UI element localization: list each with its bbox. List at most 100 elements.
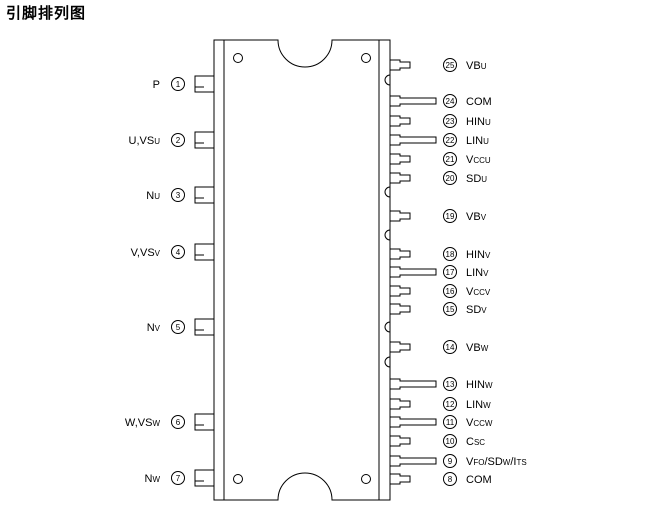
pin-number: 23 — [446, 117, 455, 126]
pin-label: SDU — [466, 173, 487, 185]
mounting-hole — [233, 53, 243, 63]
pin-lead — [390, 59, 411, 71]
pin-number: 15 — [446, 305, 455, 314]
pin-number: 20 — [446, 174, 455, 183]
pin-number-circle — [171, 245, 185, 259]
pin-lead — [390, 172, 411, 184]
pin-number-circle — [443, 265, 457, 279]
pin-label: W,VSW — [125, 417, 161, 429]
pin-label: CSC — [466, 436, 485, 448]
pin-number: 7 — [176, 474, 181, 483]
pin-label: VFO/SDW/ITS — [466, 456, 527, 468]
pin-number-circle — [171, 77, 185, 91]
pin-label: NV — [147, 322, 161, 334]
pin-label: V,VSV — [131, 247, 161, 259]
pin-number-circle — [171, 320, 185, 334]
pin-number: 14 — [446, 343, 455, 352]
pin-lead — [390, 285, 411, 297]
pin-number-circle — [443, 377, 457, 391]
pin-lead — [390, 303, 411, 315]
pin-label: SDV — [466, 304, 487, 316]
pin-number-circle — [443, 209, 457, 223]
pin-label: VCCW — [466, 417, 493, 429]
pin-number: 22 — [446, 136, 455, 145]
pin-label: LINV — [466, 267, 489, 279]
pin-label: COM — [466, 96, 492, 108]
pin-number: 17 — [446, 268, 455, 277]
pin-lead — [194, 75, 214, 93]
pin-lead — [390, 115, 411, 127]
pin-number-circle — [443, 284, 457, 298]
pin-number: 12 — [446, 400, 455, 409]
pin-number: 25 — [446, 61, 455, 70]
body-notch — [384, 356, 391, 368]
pin-label: NU — [146, 190, 160, 202]
pin-number: 9 — [448, 457, 453, 466]
pin-lead — [390, 210, 411, 222]
pin-number: 8 — [448, 475, 453, 484]
pin-label: HINW — [466, 379, 493, 391]
pin-number-circle — [443, 94, 457, 108]
pin-number: 24 — [446, 97, 455, 106]
pin-number-circle — [443, 114, 457, 128]
body-notch — [384, 321, 391, 333]
pin-lead — [194, 243, 214, 261]
pin-number-circle — [443, 397, 457, 411]
pin-label: VBU — [466, 60, 487, 72]
pin-number: 2 — [176, 136, 181, 145]
pin-label: U,VSU — [129, 135, 161, 147]
pin-lead — [194, 469, 214, 487]
pin-lead — [390, 95, 437, 107]
pin-lead — [390, 416, 437, 428]
pin-number: 11 — [446, 418, 455, 427]
pin-label: LINW — [466, 399, 491, 411]
pin-number-circle — [443, 302, 457, 316]
pin-lead — [390, 266, 437, 278]
pin-number-circle — [443, 133, 457, 147]
pin-number: 6 — [176, 418, 181, 427]
body-notch — [384, 74, 391, 86]
pin-label: NW — [144, 473, 160, 485]
pin-number-circle — [443, 152, 457, 166]
pin-lead — [390, 248, 411, 260]
pin-label: VBW — [466, 342, 489, 354]
pin-number: 5 — [176, 323, 181, 332]
pin-label: LINU — [466, 135, 489, 147]
pin-lead — [194, 413, 214, 431]
pin-number: 18 — [446, 250, 455, 259]
package-body — [213, 39, 391, 501]
pin-lead — [390, 473, 411, 485]
body-notch — [384, 229, 391, 241]
pin-lead — [390, 455, 437, 467]
pin-label: VCCV — [466, 286, 491, 298]
pin-label: P — [153, 79, 160, 91]
pin-number: 10 — [446, 437, 455, 446]
pin-number: 4 — [176, 248, 181, 257]
pin-lead — [390, 398, 411, 410]
pin-number-circle — [171, 133, 185, 147]
pin-number: 1 — [176, 80, 181, 89]
pin-label: COM — [466, 474, 492, 486]
pin-lead — [390, 378, 437, 390]
pin-number-circle — [171, 415, 185, 429]
pin-label: VBV — [466, 211, 487, 223]
pin-number-circle — [443, 454, 457, 468]
pin-lead — [194, 318, 214, 336]
pin-lead — [194, 186, 214, 204]
pin-number-circle — [443, 472, 457, 486]
pin-number-circle — [443, 340, 457, 354]
pin-lead — [390, 134, 437, 146]
mounting-hole — [361, 474, 371, 484]
pin-label: VCCU — [466, 154, 491, 166]
pin-lead — [390, 341, 411, 353]
pin-number: 19 — [446, 212, 455, 221]
pin-lead — [194, 131, 214, 149]
pin-number: 3 — [176, 191, 181, 200]
mounting-hole — [233, 474, 243, 484]
pin-number-circle — [171, 188, 185, 202]
pin-label: HINU — [466, 116, 491, 128]
pin-lead — [390, 153, 411, 165]
pin-number-circle — [443, 58, 457, 72]
mounting-hole — [361, 53, 371, 63]
